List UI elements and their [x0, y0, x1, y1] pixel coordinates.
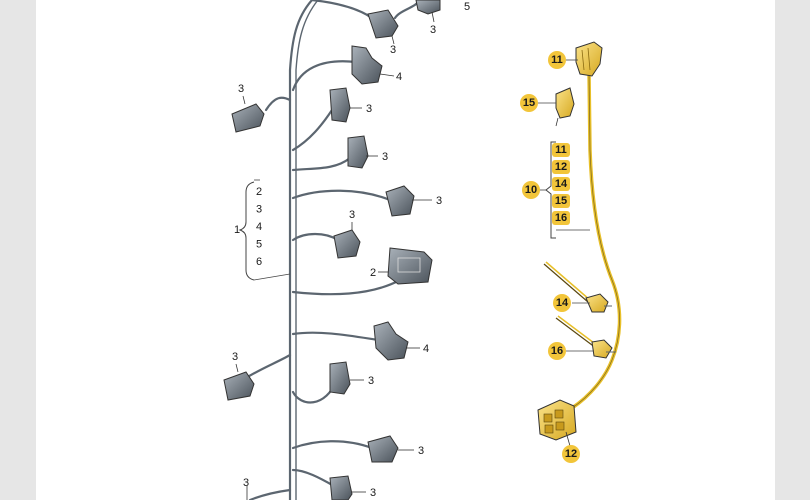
- clip-15: [555, 87, 575, 127]
- group-10-item: 12: [552, 160, 570, 174]
- group-10-item: 11: [552, 143, 570, 157]
- connector-top-2: [415, 0, 441, 23]
- callout-3-low-1: 3: [368, 375, 374, 387]
- left-callouts: 5 3 3 4 3 3 3 3 3 2 4 3 3 3 3 3: [232, 1, 470, 499]
- terminal-14: [543, 261, 612, 313]
- group-1-item: 3: [256, 204, 262, 216]
- terminal-16: [555, 315, 616, 359]
- svg-text:16: 16: [551, 345, 563, 357]
- main-harness-trunk: [244, 0, 422, 500]
- callout-3-mid-2: 3: [382, 151, 388, 163]
- svg-text:11: 11: [555, 144, 567, 156]
- group-10-item: 15: [552, 194, 570, 208]
- callout-4-lower: 4: [423, 343, 429, 355]
- svg-text:12: 12: [555, 161, 567, 173]
- badge-10: 10: [522, 181, 540, 199]
- svg-text:14: 14: [556, 297, 569, 309]
- connector-low-1: [329, 361, 364, 395]
- callout-3-low-2: 3: [418, 445, 424, 457]
- group-10-item: 16: [552, 211, 570, 225]
- group-10-item: 14: [552, 177, 570, 191]
- highlighted-harness: [570, 70, 622, 410]
- svg-text:14: 14: [555, 178, 568, 190]
- connector-mid-4: [333, 222, 361, 259]
- callout-3-bottom-left: 3: [243, 477, 249, 489]
- callout-3-left-upper: 3: [238, 83, 244, 95]
- right-group-bracket: 11 12 14 15 16: [545, 141, 590, 239]
- callout-5-top: 5: [464, 1, 470, 13]
- callout-4-upper: 4: [396, 71, 402, 83]
- connector-low-2: [367, 435, 414, 463]
- callout-2: 2: [370, 267, 376, 279]
- connector-bottom: [329, 475, 366, 500]
- connector-mid-3: [385, 185, 432, 217]
- callout-3-mid-3: 3: [436, 195, 442, 207]
- svg-text:11: 11: [551, 54, 563, 66]
- callout-3-mid-1: 3: [366, 103, 372, 115]
- connector-left-upper: [231, 95, 265, 133]
- left-group-bracket: 1 2 3 4 5 6: [234, 179, 291, 281]
- group-1-item: 2: [256, 186, 262, 198]
- callout-3-left-lower: 3: [232, 351, 238, 363]
- connector-top-1: [367, 9, 399, 45]
- group-1-item: 5: [256, 239, 262, 251]
- connector-mid-2: [347, 135, 378, 169]
- connector-4a: [351, 45, 395, 85]
- callout-3-bottom: 3: [370, 487, 376, 499]
- connector-left-lower: [223, 363, 255, 401]
- connector-4b: [373, 321, 420, 361]
- badge-11: 11: [548, 51, 566, 69]
- group-items-10: 11 12 14 15 16: [552, 143, 570, 225]
- connector-2-control-module: [378, 247, 433, 285]
- callout-3-top-right: 3: [430, 24, 436, 36]
- right-leader-lines: [538, 59, 594, 352]
- badge-14: 14: [553, 294, 571, 312]
- connector-mid-1: [329, 87, 362, 123]
- badge-12: 12: [562, 445, 580, 463]
- right-callout-badges: 11 15 10 14 16 12: [520, 51, 580, 463]
- badge-15: 15: [520, 94, 538, 112]
- callout-3-top: 3: [390, 44, 396, 56]
- svg-text:16: 16: [555, 212, 567, 224]
- badge-16: 16: [548, 342, 566, 360]
- connector-12: [537, 399, 577, 447]
- svg-text:10: 10: [525, 184, 537, 196]
- connector-11: [575, 41, 603, 77]
- group-label-1: 1: [234, 224, 240, 236]
- group-1-item: 6: [256, 256, 262, 268]
- svg-text:12: 12: [565, 448, 577, 460]
- group-1-item: 4: [256, 221, 262, 233]
- svg-text:15: 15: [523, 97, 535, 109]
- group-items-1: 2 3 4 5 6: [256, 186, 262, 268]
- callout-3-mid-4: 3: [349, 209, 355, 221]
- svg-text:15: 15: [555, 195, 567, 207]
